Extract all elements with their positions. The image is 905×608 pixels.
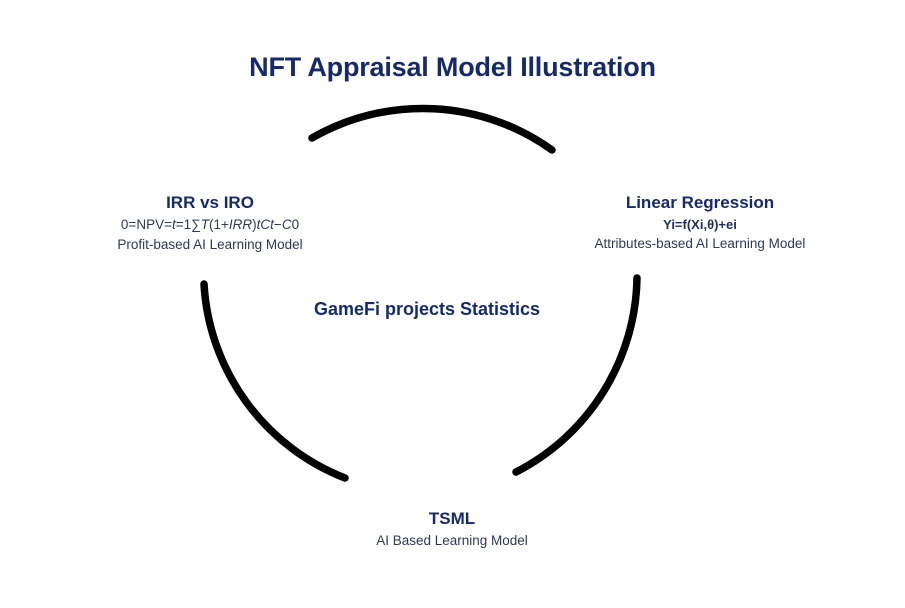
formula-segment-italic-irr: IRR bbox=[228, 216, 253, 232]
node-linear-regression: Linear Regression Yi=f(Xi,θ)+ei Attribut… bbox=[520, 192, 880, 255]
node-irr-vs-iro-title: IRR vs IRO bbox=[166, 193, 254, 212]
formula-segment-mid-2: (1+ bbox=[209, 216, 229, 232]
formula-segment-mid-4: − bbox=[273, 216, 282, 232]
node-linear-regression-subtitle: Attributes-based AI Learning Model bbox=[594, 236, 806, 252]
node-tsml-title: TSML bbox=[428, 509, 476, 528]
center-label-text: GameFi projects Statistics bbox=[313, 299, 541, 319]
node-tsml: TSML AI Based Learning Model bbox=[272, 508, 632, 551]
node-irr-vs-iro-subtitle: Profit-based AI Learning Model bbox=[117, 237, 303, 253]
formula-segment-mid-3: ) bbox=[252, 216, 257, 232]
center-label: GameFi projects Statistics bbox=[247, 297, 607, 321]
node-linear-regression-formula: Yi=f(Xi,θ)+ei bbox=[663, 216, 737, 232]
node-irr-vs-iro-formula: 0=NPV=t=1∑T(1+IRR)tCt−C0 bbox=[30, 215, 390, 235]
node-tsml-subtitle: AI Based Learning Model bbox=[376, 532, 528, 548]
formula-segment-italic-t: t bbox=[171, 216, 176, 232]
node-irr-vs-iro: IRR vs IRO 0=NPV=t=1∑T(1+IRR)tCt−C0 Prof… bbox=[30, 192, 390, 255]
formula-segment-plain: 0=NPV= bbox=[120, 216, 172, 232]
formula-segment-mid-1: =1∑ bbox=[175, 216, 201, 232]
top-arc-segment bbox=[308, 104, 556, 154]
formula-segment-italic-c: C bbox=[281, 216, 292, 232]
formula-segment-after: 0 bbox=[291, 216, 300, 232]
formula-segment-italic-T: T bbox=[200, 216, 210, 232]
node-linear-regression-title: Linear Regression bbox=[625, 193, 775, 212]
page-title: NFT Appraisal Model Illustration bbox=[249, 52, 656, 82]
formula-segment-italic-tct: tCt bbox=[256, 216, 274, 232]
